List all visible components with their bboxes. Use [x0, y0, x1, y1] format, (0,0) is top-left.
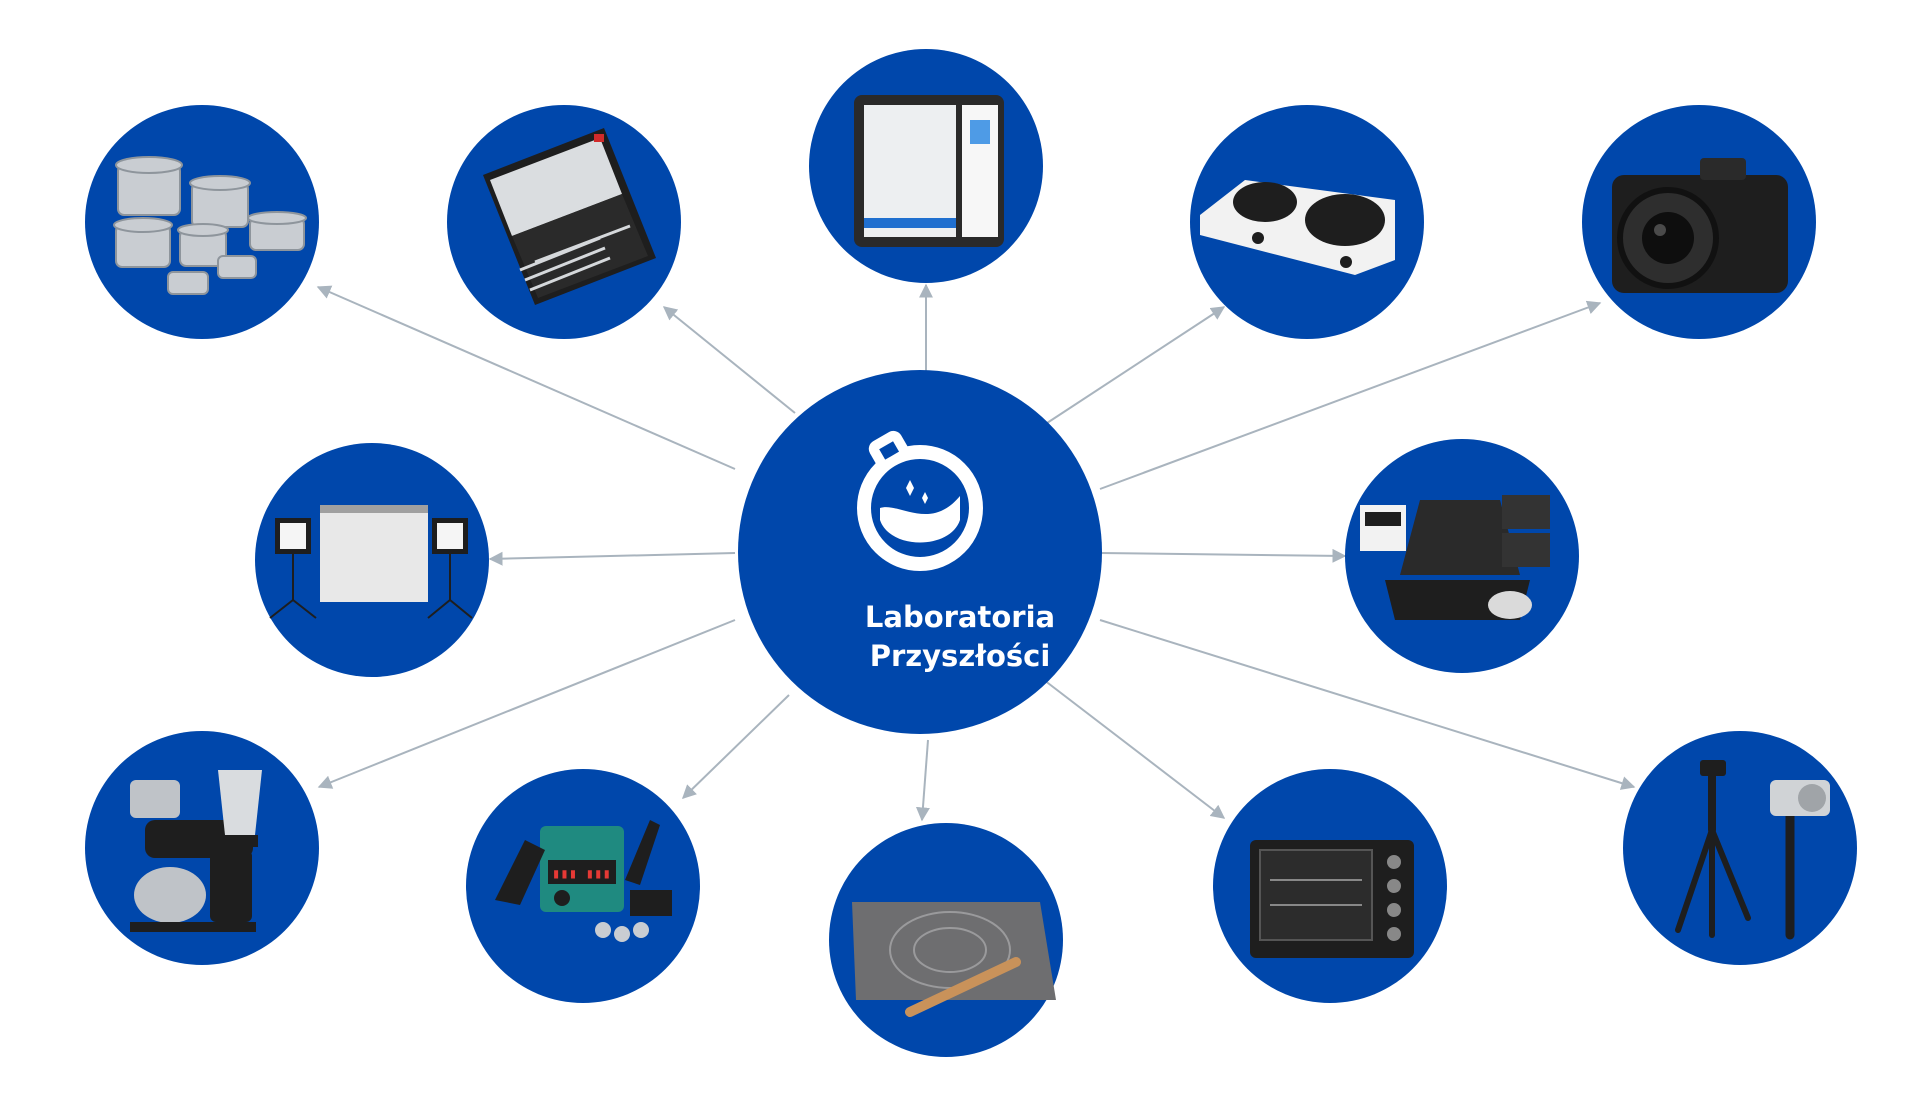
soldering-icon: ▮▮▮ ▮▮▮: [495, 820, 672, 942]
node-photo-studio: [255, 443, 489, 677]
connector-camera: [1099, 300, 1602, 490]
node-sandwich-maker: [1345, 439, 1579, 673]
pots-icon: [113, 156, 307, 295]
connectors: [316, 283, 1636, 822]
3d-printer-icon: [854, 95, 1004, 247]
sandwich-maker-icon: [1360, 495, 1550, 620]
connector-cutlery: [662, 306, 796, 414]
node-3d-printer: [809, 49, 1043, 283]
connector-sandwich: [1099, 548, 1347, 563]
node-kitchen-robot: [85, 731, 319, 965]
node-camera: [1582, 105, 1816, 339]
node-baking-mat: [829, 823, 1063, 1057]
flask-icon: [857, 430, 983, 571]
softbox-icon: [269, 505, 473, 619]
node-electric-hotplate: [1190, 105, 1424, 339]
node-electric-oven: [1213, 769, 1447, 1003]
node-cutlery-set: [447, 105, 681, 339]
tripod-icon: [1675, 760, 1830, 940]
connector-hotplate: [1043, 306, 1226, 426]
svg-text:▮▮▮ ▮▮▮: ▮▮▮ ▮▮▮: [552, 866, 611, 882]
connector-soldering: [681, 694, 790, 799]
connector-oven: [1043, 679, 1226, 819]
connector-cookware: [316, 285, 736, 470]
connector-tripod: [1099, 619, 1636, 790]
baking-mat-icon: [852, 902, 1056, 1017]
node-tripod-gimbal: [1623, 731, 1857, 965]
connector-baking-mat: [915, 739, 930, 822]
mixer-icon: [130, 770, 262, 932]
center-hub: [738, 370, 1102, 734]
node-cookware-set: [85, 105, 319, 339]
camera-icon: [1612, 158, 1788, 293]
cutlery-icon: [483, 128, 656, 305]
oven-icon: [1250, 840, 1414, 958]
node-soldering-station: ▮▮▮ ▮▮▮: [466, 769, 700, 1003]
connector-robot: [317, 619, 736, 789]
connector-studio: [488, 551, 736, 566]
hotplate-icon: [1200, 180, 1395, 275]
